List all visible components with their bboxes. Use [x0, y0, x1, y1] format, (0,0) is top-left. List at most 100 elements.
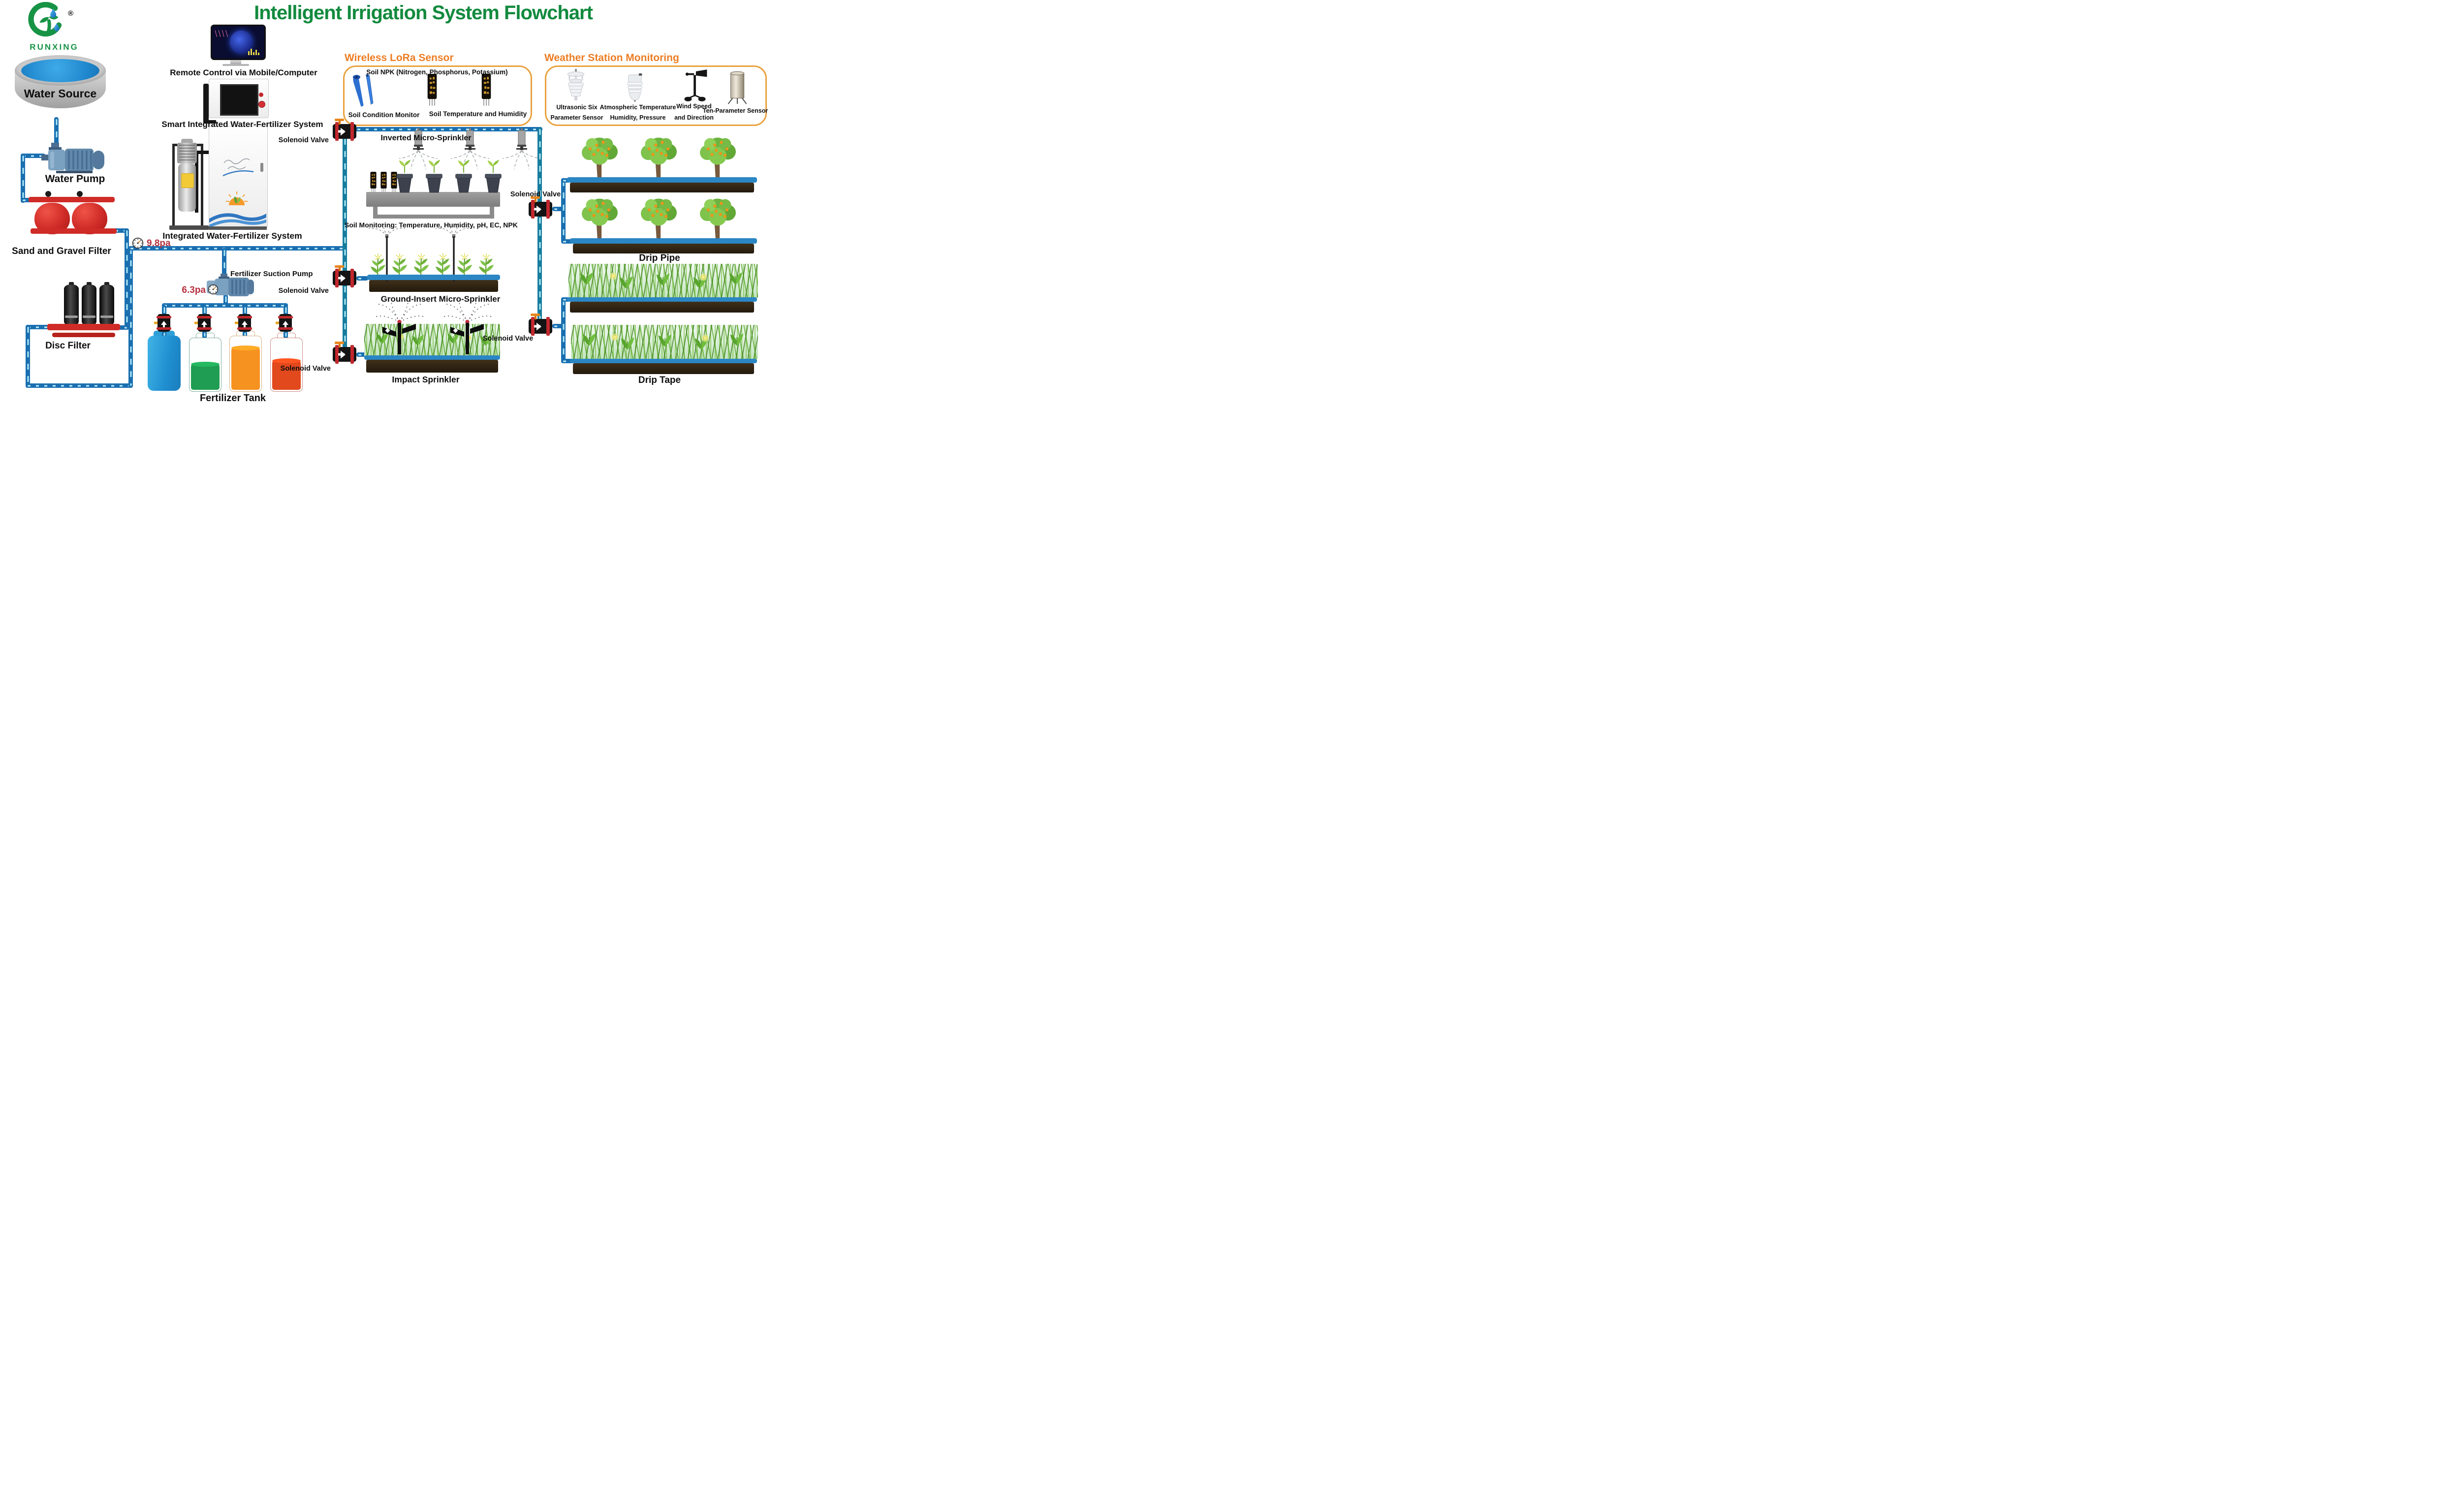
integrated-system-label: Integrated Water-Fertilizer System [162, 231, 302, 241]
leaf-plant-icon [657, 329, 673, 347]
pipe-into-tank-2 [202, 331, 207, 339]
ground-sprinkler-stake-icon [365, 222, 409, 283]
tank-valve-3 [235, 314, 252, 332]
flower-icon [701, 334, 710, 343]
chart-bars-graphic [248, 47, 261, 55]
soil-temp-humidity-label: Soil Temperature and Humidity [429, 110, 527, 118]
ground-sprinkler-stake-icon [432, 222, 476, 283]
plant-pot-icon [454, 172, 473, 193]
ten-parameter-sensor-icon [724, 70, 751, 105]
flower-icon [610, 333, 619, 342]
wind-label-line1: Wind Speed [676, 103, 712, 110]
soil-sensor-chip-icon [380, 171, 387, 194]
pipe-disc-in [114, 325, 129, 330]
ground-soil-strip [369, 280, 498, 292]
atmospheric-label-line1: Atmospheric Temperature [599, 104, 676, 111]
pipe-tank-to-pump [54, 117, 59, 149]
solenoid-valve-drip-pipe-label: Solenoid Valve [510, 190, 561, 198]
solenoid-valve-main [333, 119, 356, 141]
monitor-stand [230, 60, 241, 64]
lora-box [343, 65, 532, 126]
leaf-plant-icon [578, 267, 595, 285]
soil-sensor-chip-icon [370, 171, 377, 194]
red-button-small [259, 93, 263, 97]
smart-system-label: Smart Integrated Water-Fertilizer System [161, 120, 323, 129]
pipe-loop-up [128, 246, 133, 388]
pipe-main-to-suction-pump [222, 248, 226, 276]
pipe-drip-split-stub [552, 207, 565, 211]
tank-3-liquid [231, 347, 260, 390]
pipe-drop-3 [243, 305, 247, 316]
water-source-tank: Water Source [15, 55, 106, 120]
atmospheric-label-line2: Humidity, Pressure [610, 114, 666, 121]
soil-temp-sensor-icon [426, 74, 438, 106]
cabinet-touchscreen [220, 84, 258, 116]
drip-pipe-label: Drip Pipe [639, 253, 680, 263]
solenoid-valve-main-label: Solenoid Valve [278, 136, 329, 144]
seedling-icon [427, 158, 442, 173]
pipe-disc-out [26, 325, 50, 329]
pipe-sand-inlet [21, 198, 35, 202]
pipe-drip-row2-in [561, 239, 574, 244]
inverted-sprinkler-icon [500, 128, 544, 173]
pipe-loop-down [26, 325, 30, 388]
registered-mark: ® [68, 9, 74, 18]
pipe-tape-row2 [570, 359, 757, 363]
grow-bench [366, 192, 500, 207]
tape-row2-soil [573, 363, 754, 374]
solenoid-valve-impact-label: Solenoid Valve [280, 365, 331, 373]
soil-probe-icon [348, 74, 377, 109]
water-pump-icon [41, 143, 104, 173]
wave-graphic [209, 205, 266, 227]
impact-soil-strip [366, 360, 498, 373]
pipe-impact-bed [364, 355, 500, 360]
drip-row1-soil [570, 183, 754, 192]
pipe-into-tank-4 [284, 331, 288, 339]
fertilizer-tank-1 [148, 336, 181, 391]
monitor-base [222, 64, 249, 66]
weather-box-title: Weather Station Monitoring [544, 52, 679, 63]
drip-row2-soil [573, 244, 754, 253]
solenoid-valve-impact [333, 342, 356, 364]
fertilizer-suction-pump-label: Fertilizer Suction Pump [230, 270, 313, 278]
tank-2-liquid [191, 364, 220, 390]
machine-cabinet [209, 126, 268, 228]
pipe-into-tank-1 [162, 331, 166, 338]
pipe-ground-stub [356, 276, 368, 281]
remote-control-label: Remote Control via Mobile/Computer [170, 68, 317, 77]
bench-rail [373, 215, 494, 219]
pipe-to-sand-filter [21, 154, 25, 203]
fruit-tree-icon [635, 135, 682, 179]
flowchart-canvas: Intelligent Irrigation System Flowchart … [0, 0, 772, 433]
handwriting-graphic [222, 158, 254, 177]
flower-icon [699, 273, 708, 282]
pressure-gauge-suction-value: 6.3pa [182, 285, 206, 295]
runxing-logo-icon [28, 2, 62, 37]
globe-graphic [230, 31, 252, 53]
chart-line-graphic [215, 30, 228, 37]
wind-vane-icon [680, 69, 710, 103]
cabinet-sensor-arm [203, 120, 216, 124]
tape-row1-soil [570, 302, 754, 313]
pipe-drop-4 [284, 305, 288, 316]
cabinet-sensor-rod [203, 84, 209, 122]
sand-gravel-filter-label: Sand and Gravel Filter [12, 246, 111, 256]
seedling-icon [456, 158, 471, 173]
leaf-plant-icon [581, 328, 598, 346]
leaf-plant-icon [619, 332, 636, 350]
inverted-sprinkler-label: Inverted Micro-Sprinkler [380, 134, 472, 142]
leaf-plant-icon [728, 328, 745, 346]
drip-tape-label: Drip Tape [638, 375, 681, 385]
pipe-tape-split [561, 297, 566, 363]
ten-parameter-label: Ten-Parameter Sensor [702, 107, 768, 114]
pressure-gauge-main-icon [132, 237, 144, 249]
tank-valve-4 [276, 314, 293, 332]
ultrasonic-label-line2: Parameter Sensor [550, 114, 603, 121]
pipe-drop-1 [162, 305, 166, 316]
leaf-plant-icon [618, 271, 634, 289]
pipe-inverted-feed [355, 127, 542, 131]
pipe-pump-to-manifold [223, 294, 228, 306]
fertilizer-tank-label: Fertilizer Tank [199, 393, 266, 404]
pressure-gauge-main-value: 9.8pa [147, 238, 171, 249]
impact-sprinkler-icon [441, 301, 495, 358]
